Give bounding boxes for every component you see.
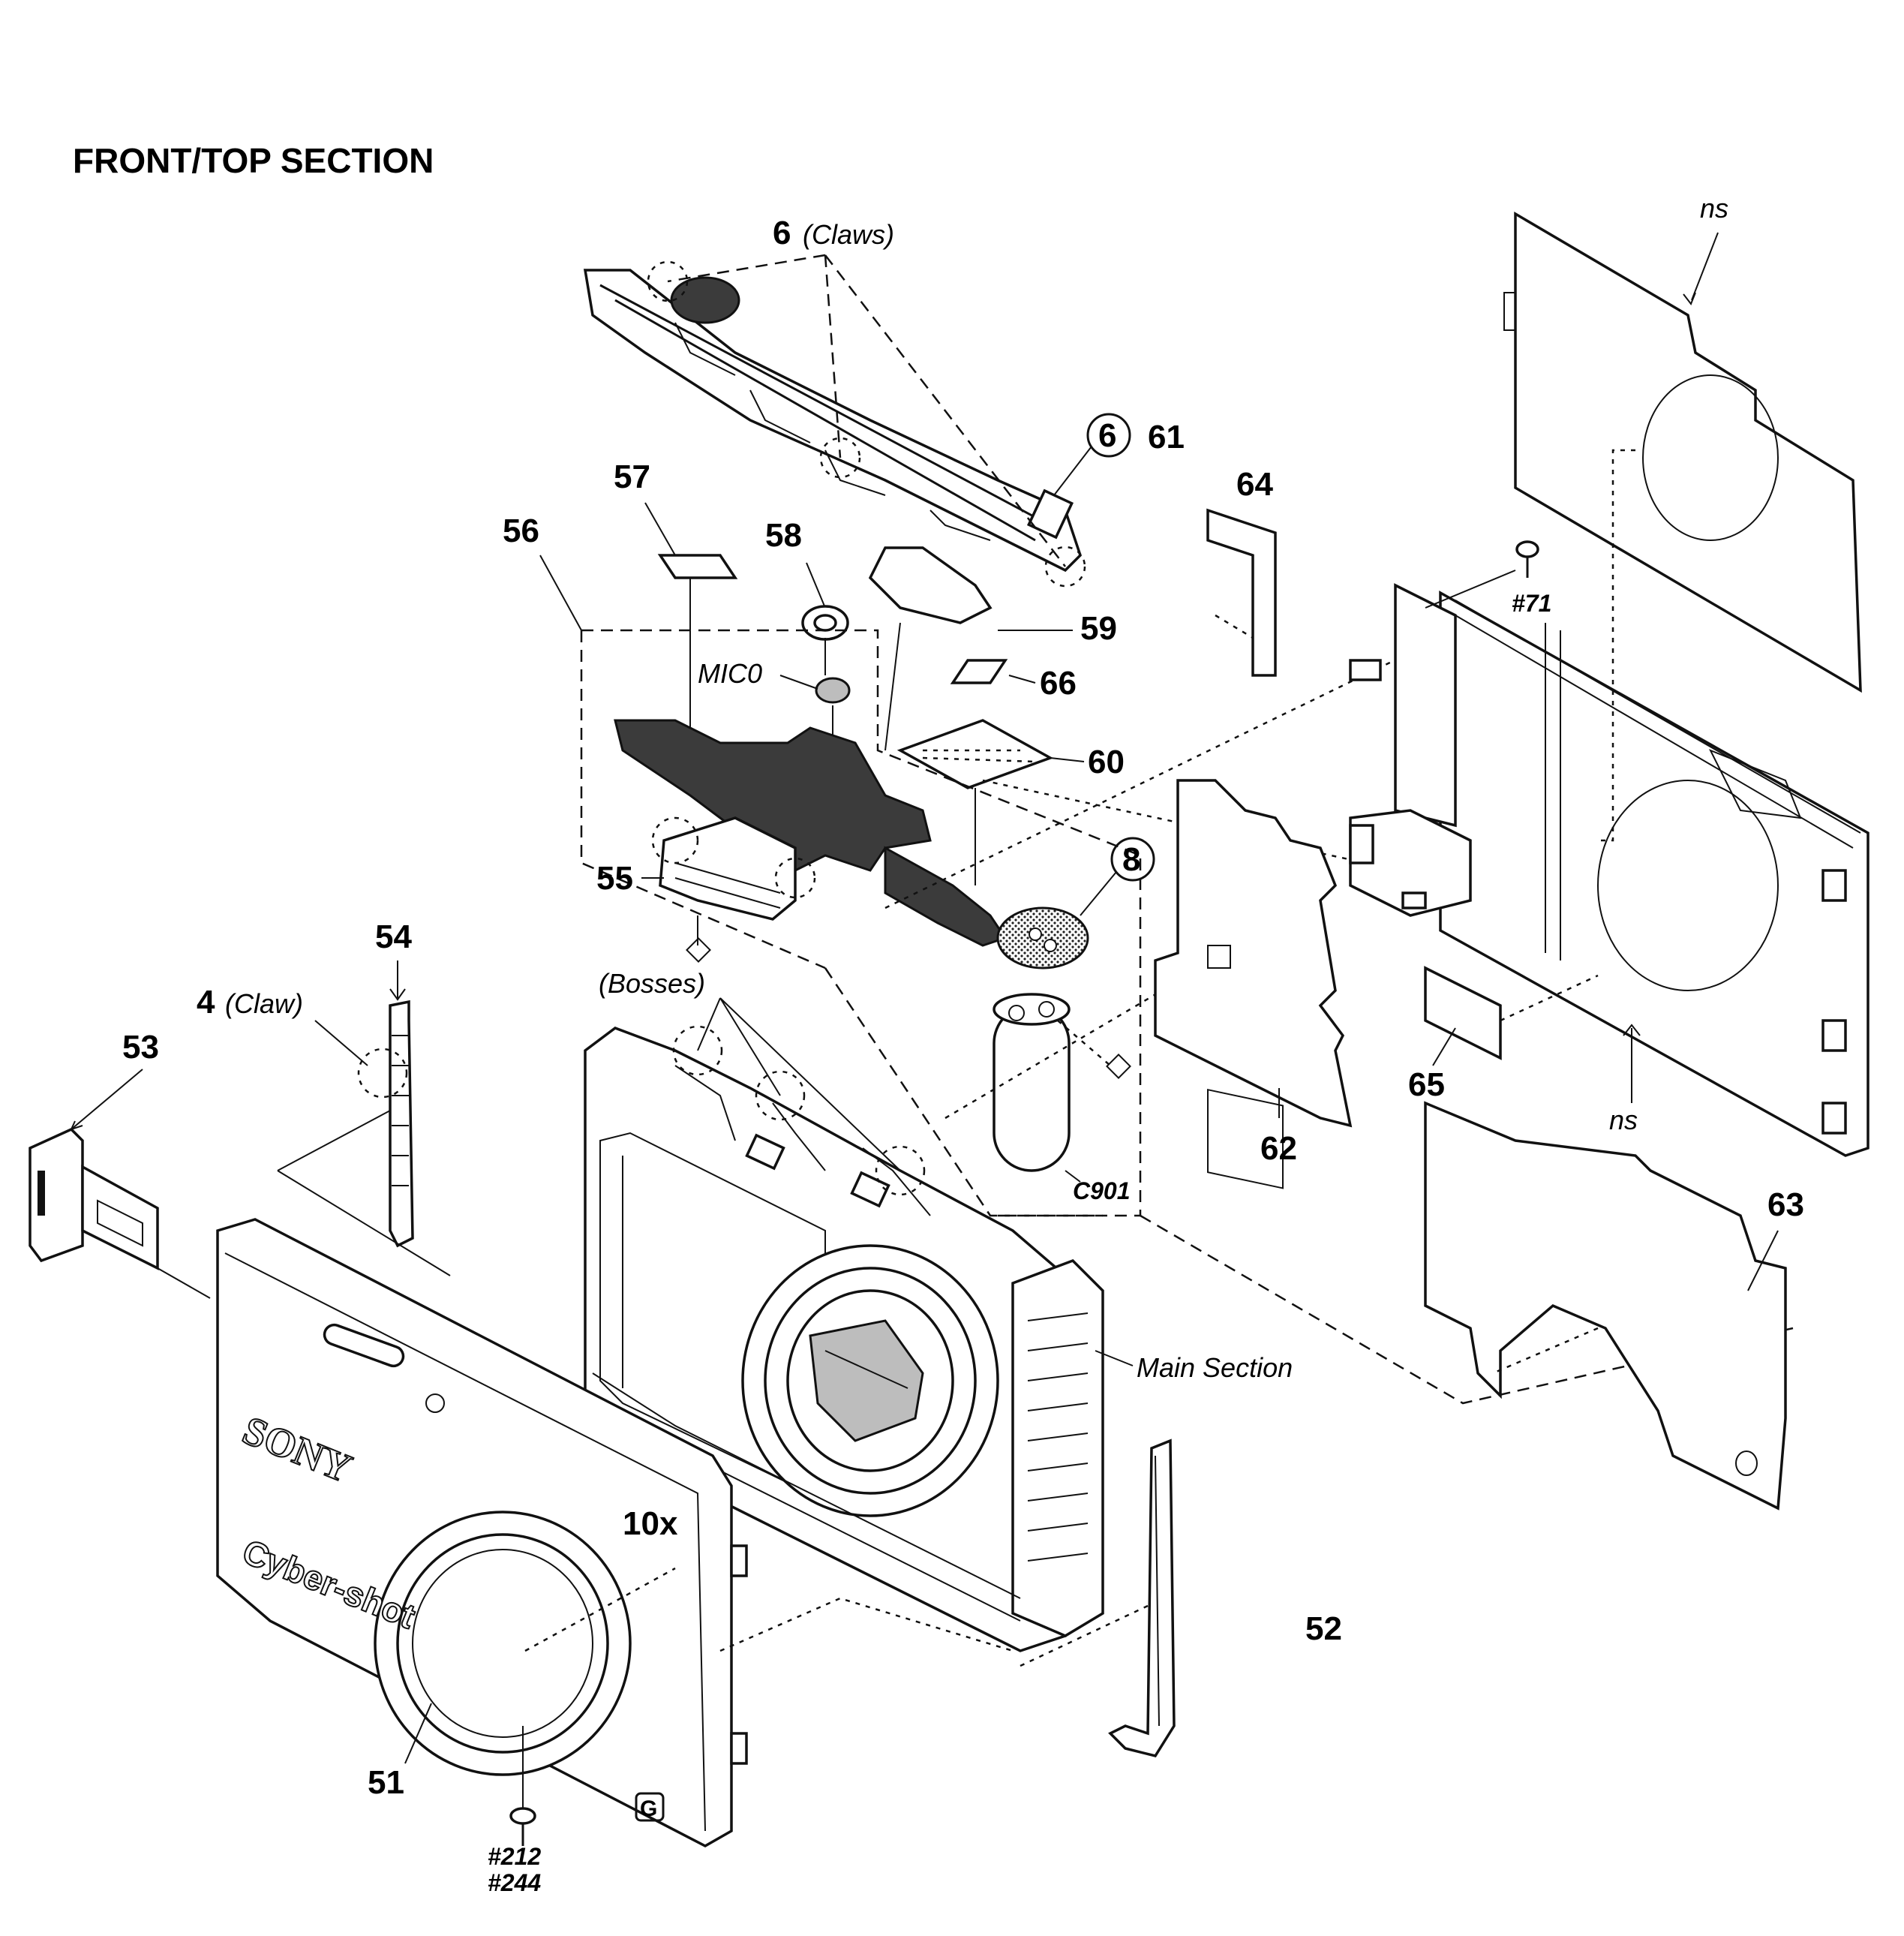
main-section-body (584, 1025, 1104, 1652)
callout-52: 52 (1305, 1610, 1342, 1647)
claw-circle-2 (819, 437, 861, 479)
callout-55: 55 (596, 860, 633, 897)
g-mark: G (640, 1796, 657, 1821)
page-title: FRONT/TOP SECTION (73, 141, 434, 180)
callout-58: 58 (765, 517, 802, 554)
callout-57: 57 (614, 458, 650, 495)
claw-count-label: 4 (197, 984, 215, 1021)
claw-circle-3 (1044, 546, 1086, 588)
claw-circle-1 (647, 260, 689, 302)
claw-label: (Claw) (225, 988, 303, 1019)
callout-60: 60 (1088, 744, 1125, 780)
callout-62: 62 (1260, 1130, 1297, 1167)
callout-66: 66 (1040, 665, 1077, 702)
main-section-label: Main Section (1137, 1352, 1293, 1383)
c901-label: C901 (1073, 1177, 1131, 1204)
ns-mid-label: ns (1609, 1105, 1638, 1135)
callout-63: 63 (1767, 1186, 1804, 1223)
callout-61: 61 (1148, 419, 1185, 455)
callout-59: 59 (1080, 610, 1117, 647)
circled-6 (1086, 413, 1131, 458)
circled-6-label: 6 (1098, 417, 1116, 454)
zoom-mark: 10x (623, 1505, 678, 1542)
screw-212-label: #212 (488, 1843, 541, 1870)
callout-56: 56 (503, 513, 539, 549)
claws-label: (Claws) (803, 219, 894, 250)
circled-8-label: 8 (1122, 841, 1140, 878)
callout-65: 65 (1408, 1066, 1445, 1103)
claws-count-label: 6 (773, 215, 791, 251)
ns-top-label: ns (1700, 193, 1728, 224)
part-51-front-cover (216, 1218, 748, 1847)
callout-53: 53 (122, 1029, 159, 1066)
bosses-label: (Bosses) (599, 968, 705, 999)
screw-244-label: #244 (488, 1869, 541, 1896)
rear-frame-plate (1349, 583, 1869, 1157)
callout-64: 64 (1236, 466, 1273, 503)
mic-label: MIC0 (698, 658, 762, 689)
callout-51: 51 (368, 1764, 404, 1801)
screw-71-label: #71 (1512, 590, 1551, 617)
part-61-top-frame (583, 260, 1086, 588)
part-53-side-cover (29, 1127, 159, 1270)
circled-8 (1110, 837, 1155, 882)
callout-54: 54 (375, 918, 412, 955)
